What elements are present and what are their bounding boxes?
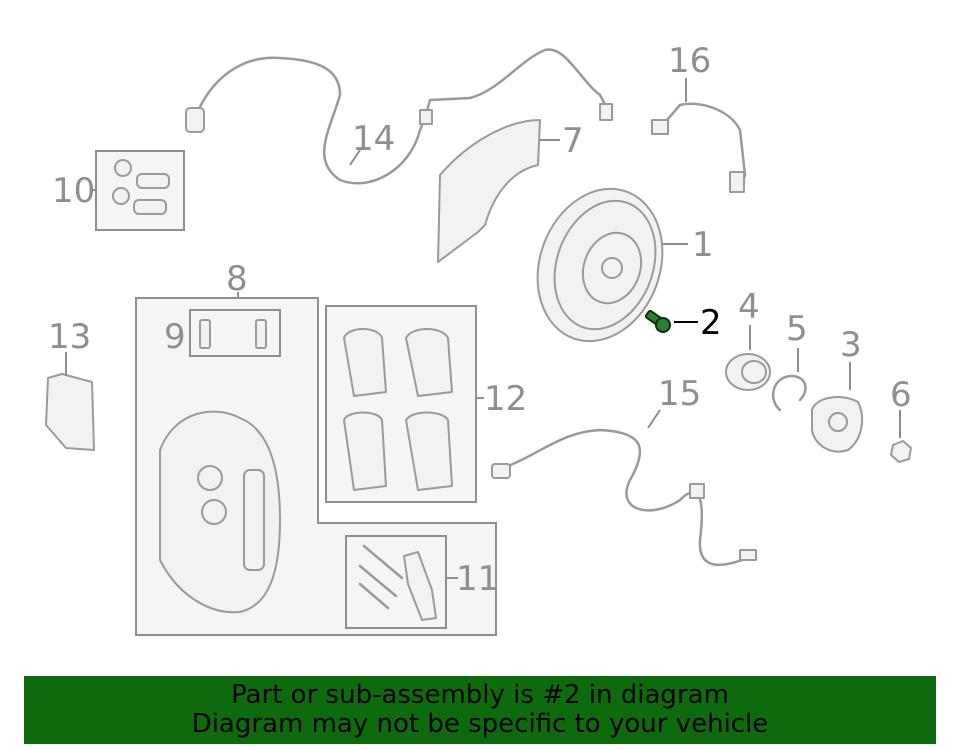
part-1-brake-rotor [536,187,664,343]
callout-1: 1 [692,225,714,265]
banner-line-2: Diagram may not be specific to your vehi… [191,709,769,739]
callout-10: 10 [52,171,95,211]
part-9-bleeder-screws [189,309,281,357]
part-5-snap-ring [771,374,807,412]
callout-14: 14 [352,119,395,159]
callout-7: 7 [562,121,584,161]
callout-12: 12 [484,379,527,419]
info-banner: Part or sub-assembly is #2 in diagram Di… [24,676,936,744]
callout-8: 8 [226,259,248,299]
part-12-brake-pads [325,305,477,503]
callout-6: 6 [890,375,912,415]
part-16-brake-hose [651,102,747,193]
leader-15 [647,409,661,429]
part-2-bolt-highlighted [644,309,671,333]
part-4-wheel-bearing [725,353,771,391]
part-11-hardware-kit [345,535,447,629]
part-15-sensor-wire [491,428,757,567]
callout-2: 2 [700,303,722,343]
callout-3: 3 [840,325,862,365]
callout-16: 16 [668,41,711,81]
part-14-sensor-wire [185,48,613,185]
leader-14 [349,149,361,166]
part-10-guide-pin-kit [95,150,185,231]
callout-9: 9 [164,317,186,357]
part-7-splash-shield [437,119,541,263]
banner-line-1: Part or sub-assembly is #2 in diagram [231,680,729,710]
callout-13: 13 [48,317,91,357]
callout-4: 4 [738,287,760,327]
part-3-wheel-hub [811,395,864,453]
part-13-bracket [45,373,95,451]
part-6-nut [890,440,912,463]
callout-15: 15 [658,374,701,414]
callout-11: 11 [456,559,499,599]
callout-5: 5 [786,309,808,349]
